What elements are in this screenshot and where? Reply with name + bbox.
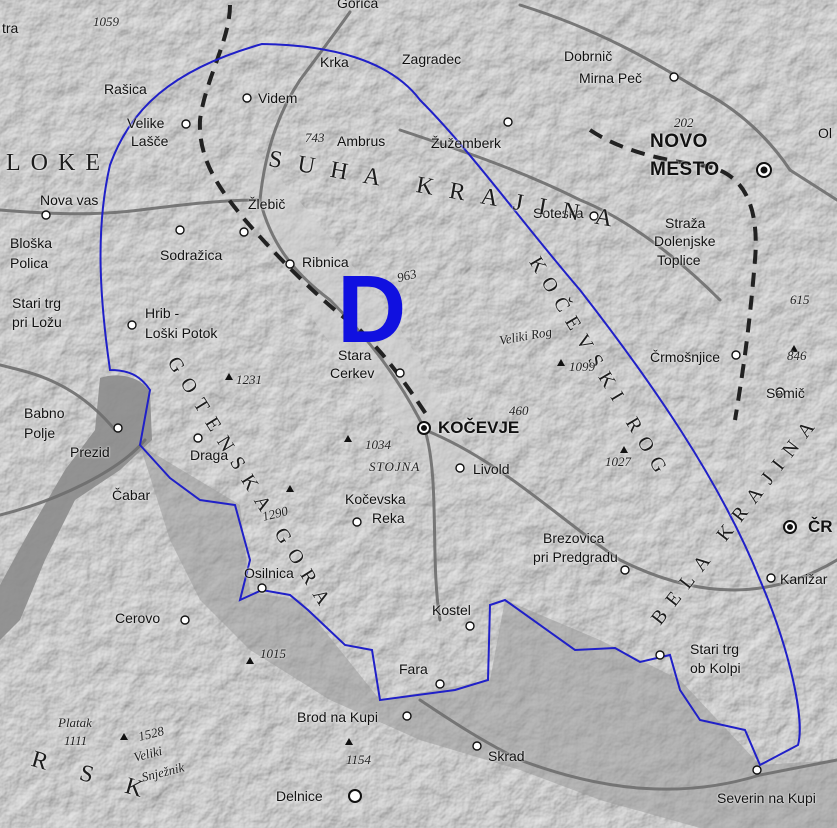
town-label-zuzemberk: Žužemberk xyxy=(431,135,502,151)
town-label-stari-trg-kolpi-1: Stari trg xyxy=(690,641,740,657)
town-label-videm: Videm xyxy=(258,90,298,106)
town-label-stari-trg-lozu-1: Stari trg xyxy=(12,295,62,311)
town-label-livold: Livold xyxy=(473,461,510,477)
water-lake xyxy=(0,375,152,640)
town-label-nova-vas: Nova vas xyxy=(40,192,99,208)
peak-markers xyxy=(120,345,798,745)
town-label-delnice: Delnice xyxy=(276,788,323,804)
town-label-kocevska-reka-2: Reka xyxy=(372,510,405,526)
town-label-semic: Semič xyxy=(766,385,805,401)
zone-letter-label: D xyxy=(337,256,407,363)
town-label-stari-trg-kolpi-2: ob Kolpi xyxy=(690,660,741,676)
town-label-skrad: Skrad xyxy=(488,748,525,764)
town-label-ambrus: Ambrus xyxy=(337,133,386,149)
town-label-novo-mesto-1: NOVO xyxy=(650,131,708,152)
town-label-brod-na-kupi: Brod na Kupi xyxy=(297,709,378,725)
town-label-brezovica-1: Brezovica xyxy=(543,530,605,546)
town-label-bloska-polica-2: Polica xyxy=(10,255,49,271)
town-label-stara-cerkev-2: Cerkev xyxy=(330,365,375,381)
elevation-1111: 1111 xyxy=(64,733,88,748)
town-label-velike-lasce-1: Velike xyxy=(127,115,165,131)
elevation-615: 615 xyxy=(790,292,810,307)
town-label-stara-cerkev-1: Stara xyxy=(338,347,372,363)
elevation-1027: 1027 xyxy=(605,454,631,469)
town-label-fara: Fara xyxy=(399,661,428,677)
feature-label-platak: Platak xyxy=(58,715,92,730)
town-label-prezid: Prezid xyxy=(70,444,110,460)
town-label-dolenjske-toplice-1: Dolenjske xyxy=(654,233,716,249)
town-label-ribnica: Ribnica xyxy=(302,254,349,270)
elevation-1231: 1231 xyxy=(236,372,262,387)
town-label-crnomelj: ČR xyxy=(808,517,833,536)
town-label-zlebic: Žlebič xyxy=(248,196,286,212)
town-label-soteska: Soteska xyxy=(533,205,584,221)
town-label-severin: Severin na Kupi xyxy=(717,790,816,806)
town-label-hrib-1: Hrib - xyxy=(145,305,180,321)
town-label-mirna-pec: Mirna Peč xyxy=(579,70,643,86)
ribnica-valley xyxy=(245,150,480,480)
town-label-tra: tra xyxy=(2,20,19,36)
town-label-crmosnjice: Črmošnjice xyxy=(650,349,721,365)
town-label-osilnica: Osilnica xyxy=(244,565,294,581)
kolpa-valley xyxy=(140,445,837,828)
elevation-1059: 1059 xyxy=(93,14,119,29)
town-label-krka: Krka xyxy=(320,54,349,70)
town-label-zagradec: Zagradec xyxy=(402,51,462,67)
town-label-velike-lasce-2: Lašče xyxy=(131,133,169,149)
feature-label-stojna: STOJNA xyxy=(369,459,421,474)
region-label-bloke: BLOKE xyxy=(0,150,110,176)
town-label-draga: Draga xyxy=(190,447,229,463)
town-label-dobrnic: Dobrnič xyxy=(564,48,613,64)
town-label-babno-polje-2: Polje xyxy=(24,425,56,441)
town-label-brezovica-2: pri Predgradu xyxy=(533,549,618,565)
zone-boundary xyxy=(99,42,801,767)
town-label-straza: Straža xyxy=(665,215,706,231)
elevation-1154: 1154 xyxy=(346,752,372,767)
town-label-cabar: Čabar xyxy=(112,487,151,503)
town-label-kanizarica: Kanižar xyxy=(780,571,828,587)
elevation-202: 202 xyxy=(674,115,694,130)
elevation-743: 743 xyxy=(305,130,325,145)
town-label-rasica: Rašica xyxy=(104,81,147,97)
town-label-kostel: Kostel xyxy=(432,602,471,618)
city-markers xyxy=(348,162,797,803)
town-label-cerovo: Cerovo xyxy=(115,610,161,626)
settlement-markers xyxy=(41,72,785,775)
town-label-hrib-2: Loški Potok xyxy=(145,325,218,341)
town-label-gorica: Gorica xyxy=(337,0,379,11)
elevation-1099: 1099 xyxy=(569,359,595,374)
town-label-kocevska-reka-1: Kočevska xyxy=(345,491,406,507)
elevation-846: 846 xyxy=(787,348,807,363)
town-label-babno-polje-1: Babno xyxy=(24,405,65,421)
town-label-kocevje: KOČEVJE xyxy=(438,418,520,437)
elevation-460: 460 xyxy=(509,403,529,418)
railway-line xyxy=(197,4,758,422)
town-label-stari-trg-lozu-2: pri Ložu xyxy=(12,314,62,330)
town-label-dolenjske-toplice-2: Toplice xyxy=(657,252,701,268)
town-label-sodrazica: Sodražica xyxy=(160,247,223,263)
town-label-ol: Ol xyxy=(818,125,832,141)
elevation-1034: 1034 xyxy=(365,437,391,452)
elevation-1015: 1015 xyxy=(260,646,286,661)
town-label-bloska-polica-1: Bloška xyxy=(10,235,53,251)
town-label-novo-mesto-2: MESTO xyxy=(650,159,720,180)
